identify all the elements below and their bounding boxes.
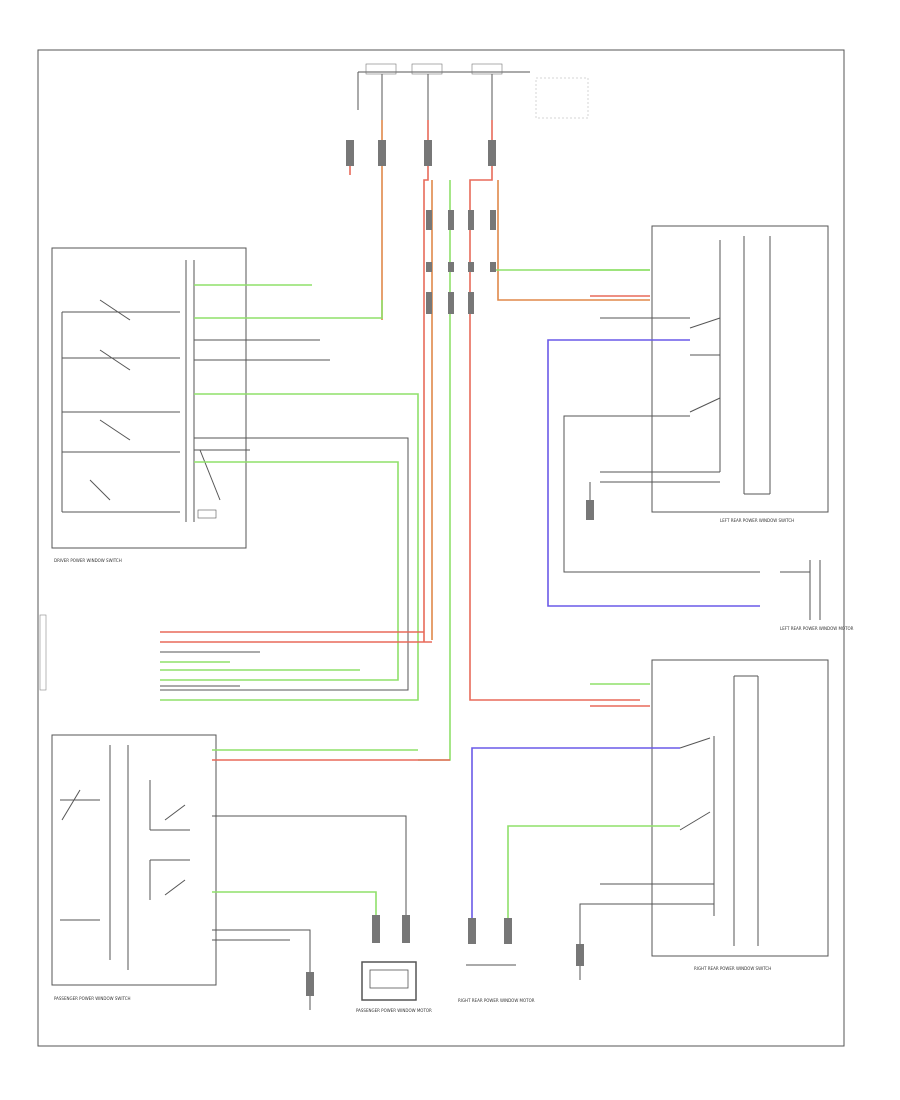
passenger-switch-label: PASSENGER POWER WINDOW SWITCH [54,996,131,1001]
wire-rr-6 [579,903,714,962]
wire-pass-3 [212,815,407,940]
passenger-power-window-motor: PASSENGER POWER WINDOW MOTOR [356,915,432,1013]
wire-green-trunk [418,180,451,761]
right-rear-switch-label: RIGHT REAR POWER WINDOW SWITCH [694,966,771,971]
left-rear-power-window-motor: LEFT REAR POWER WINDOW MOTOR [780,560,854,631]
driver-switch-label: DRIVER POWER WINDOW SWITCH [54,558,122,563]
left-rear-motor-label: LEFT REAR POWER WINDOW MOTOR [780,626,854,631]
wire-orange-right [497,180,650,301]
wire-blue-lr-4 [547,339,760,607]
wire-pass-5 [212,929,311,990]
connector-top [346,140,496,314]
right-rear-ground [576,944,584,980]
wire-lr-5 [563,415,760,573]
right-rear-motor-label: RIGHT REAR POWER WINDOW MOTOR [458,998,535,1003]
right-rear-power-window-switch: RIGHT REAR POWER WINDOW SWITCH [651,659,829,971]
left-rear-ground [586,500,594,520]
passenger-ground [306,972,314,1010]
left-rear-power-window-switch: LEFT REAR POWER WINDOW SWITCH [651,225,829,523]
wire-green-driver-2 [194,300,383,319]
wire-green-driver-7 [160,461,399,681]
wire-red-top-mid [423,120,429,642]
driver-power-window-switch: DRIVER POWER WINDOW SWITCH [51,247,247,563]
passenger-motor-label: PASSENGER POWER WINDOW MOTOR [356,1008,432,1013]
left-rear-switch-label: LEFT REAR POWER WINDOW SWITCH [720,518,794,523]
driver-switch-connector [39,614,432,691]
wire-driver-6 [160,437,409,691]
passenger-power-window-switch: PASSENGER POWER WINDOW SWITCH [51,734,217,1001]
fuse-block [357,63,589,120]
wire-green-pass-4 [212,891,377,940]
wire-blue-rr-3 [471,747,680,940]
right-rear-power-window-motor: RIGHT REAR POWER WINDOW MOTOR [458,918,535,1003]
wire-red-top-right [469,120,640,701]
wire-green-rr-4 [507,825,680,940]
diagram-frame [37,49,845,1047]
wire-green-driver-5 [160,393,419,701]
